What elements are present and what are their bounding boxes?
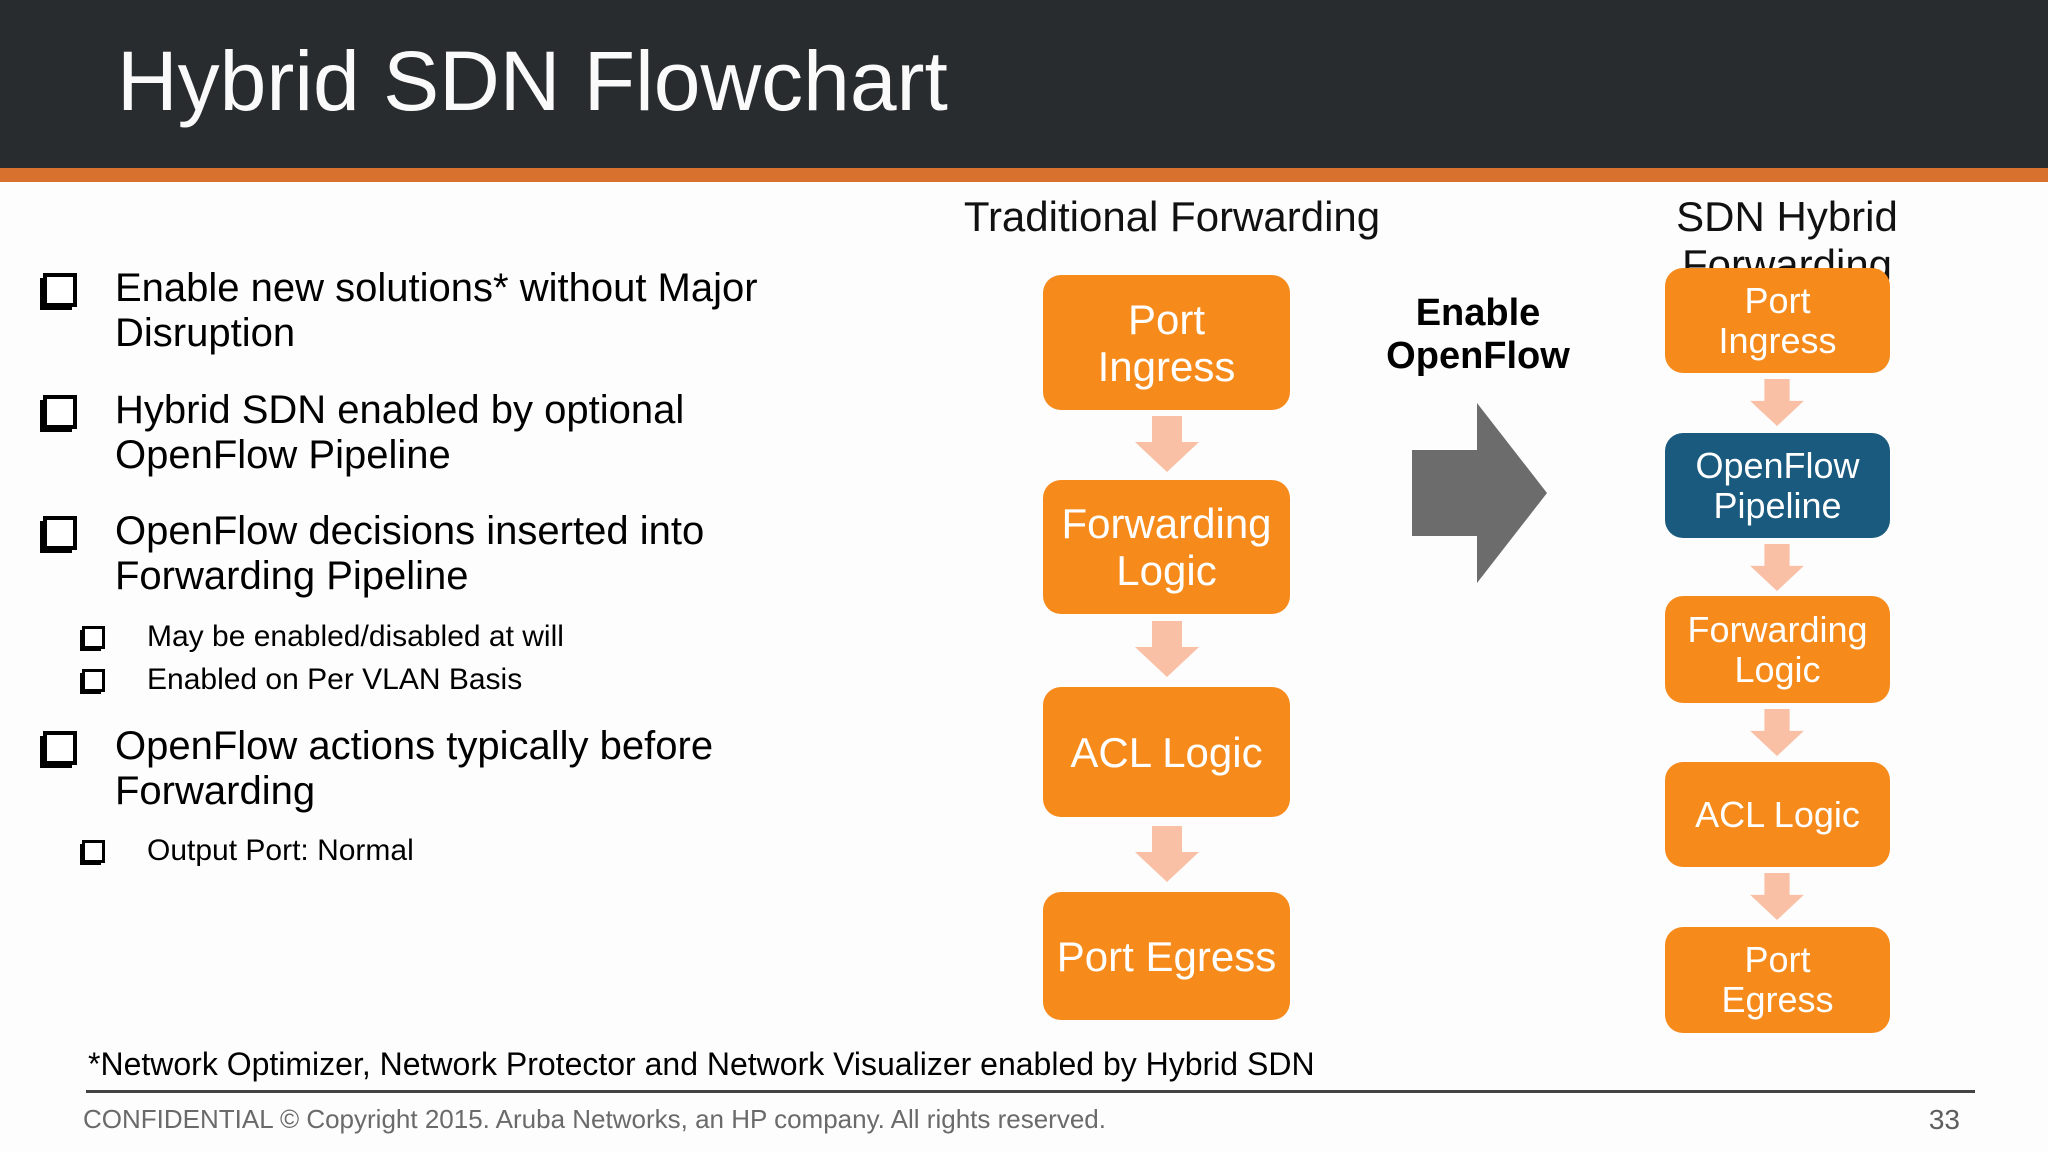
- checkbox-bullet-icon: [82, 669, 105, 692]
- bullet-item-2: Hybrid SDN enabled by optional OpenFlow …: [43, 388, 903, 478]
- flow-box-traditional-port-egress: Port Egress: [1043, 892, 1290, 1020]
- flow-box-traditional-forwarding-logic: Forwarding Logic: [1043, 480, 1290, 614]
- flow-box-hybrid-openflow-pipeline: OpenFlow Pipeline: [1665, 433, 1890, 538]
- footer-divider: [86, 1090, 1975, 1093]
- down-arrow-icon: [1135, 826, 1199, 882]
- footnote: *Network Optimizer, Network Protector an…: [88, 1046, 1315, 1082]
- down-arrow-icon: [1135, 416, 1199, 472]
- slide-title: Hybrid SDN Flowchart: [117, 34, 948, 128]
- down-arrow-icon: [1750, 709, 1804, 756]
- footer-copyright: CONFIDENTIAL © Copyright 2015. Aruba Net…: [83, 1104, 1106, 1134]
- sub-bullet-text: May be enabled/disabled at will: [147, 620, 564, 653]
- bullet-text: Enable new solutions* without Major Disr…: [115, 266, 758, 355]
- flow-box-hybrid-forwarding-logic: Forwarding Logic: [1665, 596, 1890, 703]
- bullet-item-1: Enable new solutions* without Major Disr…: [43, 266, 903, 356]
- flow-box-hybrid-port-egress: Port Egress: [1665, 927, 1890, 1033]
- checkbox-bullet-icon: [43, 273, 77, 307]
- bullet-text: Hybrid SDN enabled by optional OpenFlow …: [115, 388, 685, 477]
- checkbox-bullet-icon: [82, 626, 105, 649]
- bullet-text: OpenFlow actions typically before Forwar…: [115, 724, 714, 813]
- checkbox-bullet-icon: [43, 395, 77, 429]
- flow-box-traditional-acl-logic: ACL Logic: [1043, 687, 1290, 817]
- transition-label: Enable OpenFlow: [1386, 292, 1570, 377]
- flow-box-hybrid-port-ingress: Port Ingress: [1665, 268, 1890, 373]
- bullet-item-4: OpenFlow actions typically before Forwar…: [43, 724, 903, 814]
- page-number: 33: [1928, 1104, 1960, 1135]
- flow-box-hybrid-acl-logic: ACL Logic: [1665, 762, 1890, 867]
- column-heading-traditional: Traditional Forwarding: [963, 193, 1381, 240]
- bullet-text: OpenFlow decisions inserted into Forward…: [115, 509, 705, 598]
- down-arrow-icon: [1135, 621, 1199, 677]
- checkbox-bullet-icon: [43, 516, 77, 550]
- down-arrow-icon: [1750, 544, 1804, 591]
- down-arrow-icon: [1750, 379, 1804, 426]
- column-heading-hybrid: SDN Hybrid Forwarding: [1676, 193, 1898, 288]
- flow-box-traditional-port-ingress: Port Ingress: [1043, 275, 1290, 410]
- sub-bullet-text: Enabled on Per VLAN Basis: [147, 663, 523, 696]
- checkbox-bullet-icon: [82, 840, 105, 863]
- accent-stripe: [0, 168, 2048, 182]
- sub-bullet-item-1: May be enabled/disabled at will: [82, 620, 902, 654]
- header-bar: Hybrid SDN Flowchart: [0, 0, 2048, 168]
- down-arrow-icon: [1750, 873, 1804, 920]
- sub-bullet-text: Output Port: Normal: [147, 834, 414, 867]
- right-arrow-icon: [1412, 403, 1547, 583]
- checkbox-bullet-icon: [43, 731, 77, 765]
- bullet-item-3: OpenFlow decisions inserted into Forward…: [43, 509, 903, 599]
- sub-bullet-item-3: Output Port: Normal: [82, 834, 902, 868]
- sub-bullet-item-2: Enabled on Per VLAN Basis: [82, 663, 902, 697]
